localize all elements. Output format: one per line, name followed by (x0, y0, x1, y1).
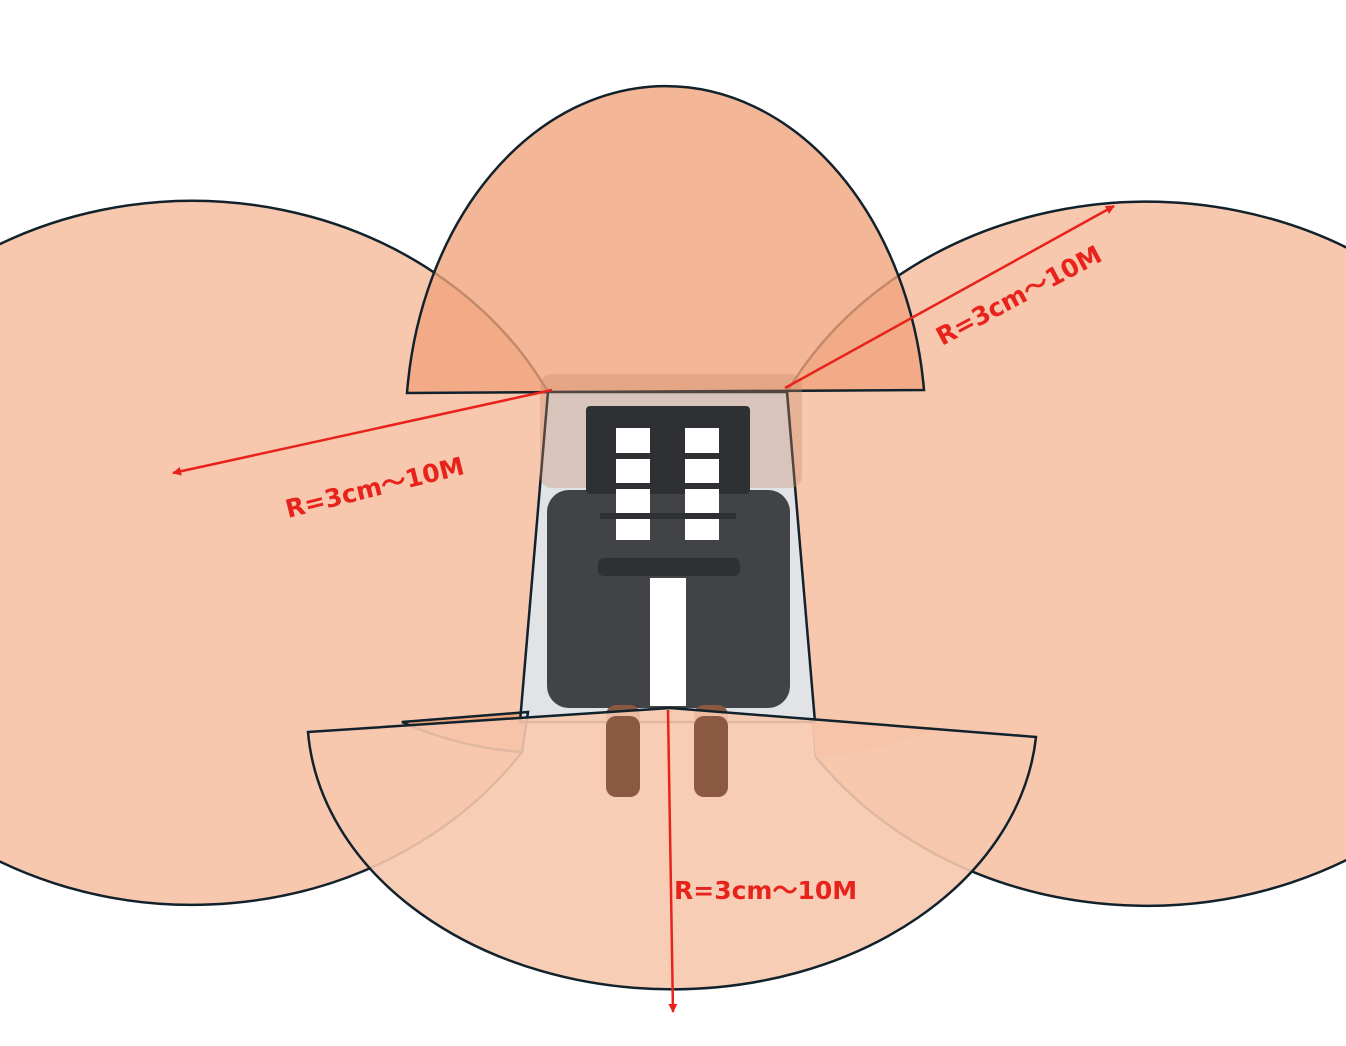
right-fork-overlay (694, 716, 728, 797)
bottom-radius-label: R=3cm～10M (674, 876, 857, 905)
robot-center-slot (650, 578, 686, 706)
left-fork-overlay (606, 716, 640, 797)
bottom-sensor-zone (306, 706, 1038, 991)
front-sensor-zone (405, 84, 926, 395)
right-radius-arrow (784, 204, 1115, 390)
bottom-radius-arrow (666, 709, 678, 1013)
left-radius-arrow (172, 388, 553, 476)
robot-mast (586, 406, 750, 494)
robot-carriage (598, 558, 740, 576)
